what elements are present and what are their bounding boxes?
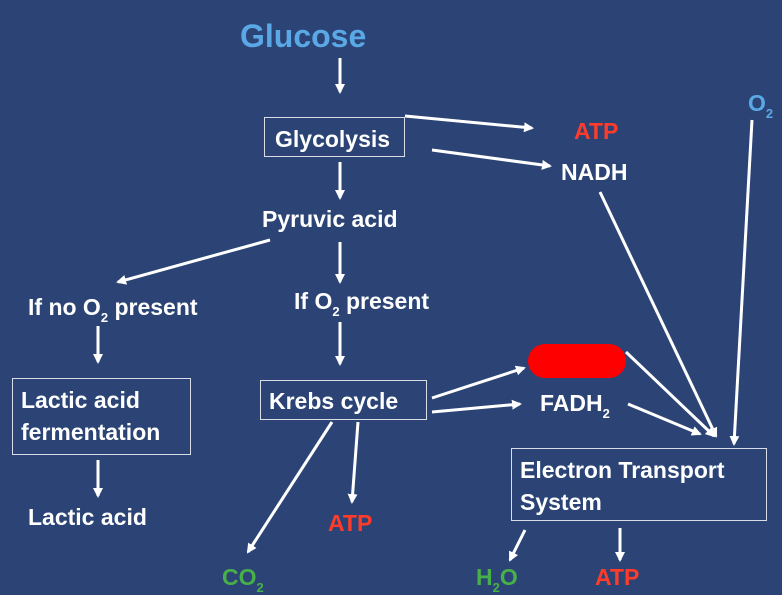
arrow-krebs-fadh bbox=[431, 399, 522, 414]
lactic-fermentation-line2: fermentation bbox=[21, 419, 161, 445]
box-lactic-fermentation: Lactic acid fermentation bbox=[12, 378, 191, 455]
atp-ets: ATP bbox=[595, 564, 640, 590]
arrow-glycolysis-nadh bbox=[431, 148, 552, 170]
lactic-acid-label: Lactic acid bbox=[28, 504, 147, 530]
ets-line2: System bbox=[520, 489, 602, 515]
co2-output: CO2 bbox=[222, 564, 264, 595]
arrow-redacted-ets bbox=[624, 350, 716, 438]
box-electron-transport: Electron Transport System bbox=[511, 448, 767, 521]
arrow-krebs-co2 bbox=[246, 421, 334, 554]
nadh-label: NADH bbox=[561, 159, 628, 185]
fadh2-label: FADH2 bbox=[540, 390, 610, 421]
arrow-glycolysis-atp bbox=[404, 114, 534, 133]
arrow-nadh-ets bbox=[598, 191, 718, 438]
arrow-fadh-ets bbox=[627, 402, 702, 436]
atp-glycolysis: ATP bbox=[574, 118, 619, 144]
ets-line1: Electron Transport bbox=[520, 457, 725, 483]
arrow-o2-ets bbox=[729, 119, 754, 446]
pyruvic-acid-label: Pyruvic acid bbox=[262, 206, 398, 232]
redaction-mark bbox=[528, 344, 626, 378]
lactic-fermentation-line1: Lactic acid bbox=[21, 387, 140, 413]
arrow-ets-h2o bbox=[508, 529, 527, 562]
krebs-cycle-label: Krebs cycle bbox=[269, 388, 399, 414]
atp-krebs: ATP bbox=[328, 510, 373, 536]
box-krebs-cycle: Krebs cycle bbox=[260, 380, 427, 420]
arrow-krebs-redacted bbox=[431, 365, 526, 400]
arrow-krebs-atp bbox=[347, 421, 360, 504]
arrow-pyruvic-noo2 bbox=[116, 238, 271, 285]
oxygen-input: O2 bbox=[748, 90, 774, 121]
if-no-o2-label: If no O2 present bbox=[28, 294, 198, 325]
title-glucose: Glucose bbox=[240, 18, 367, 54]
glycolysis-label: Glycolysis bbox=[275, 126, 391, 152]
if-o2-label: If O2 present bbox=[294, 288, 430, 319]
box-glycolysis: Glycolysis bbox=[264, 117, 405, 157]
h2o-output: H2O bbox=[476, 564, 518, 595]
